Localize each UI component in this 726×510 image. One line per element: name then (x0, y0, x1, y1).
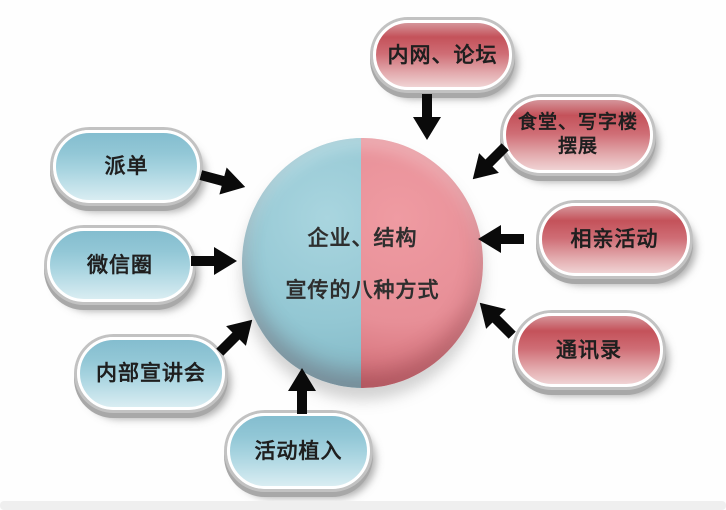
center-circle: 企业、结构 宣传的八种方式 (242, 138, 483, 388)
arrow-down-icon (412, 94, 442, 140)
arrow-right-down-icon (197, 161, 249, 202)
center-circle-right-half (361, 138, 483, 388)
arrow-up-left-icon (469, 292, 523, 346)
node-contact-book: 通讯录 (515, 313, 663, 387)
arrow-down-left-icon (462, 136, 516, 190)
bottom-divider-strip (0, 501, 726, 510)
node-flyer-distribution: 派单 (53, 130, 200, 203)
center-title-line1: 企业、结构 (307, 226, 418, 250)
center-circle-left-half (242, 138, 364, 388)
node-wechat-moments: 微信圈 (47, 228, 193, 302)
node-intranet-forum: 内网、论坛 (373, 20, 512, 90)
arrow-up-icon (287, 368, 317, 414)
arrow-up-right-icon (209, 309, 263, 363)
node-internal-seminar: 内部宣讲会 (77, 337, 225, 410)
node-dating-events: 相亲活动 (539, 203, 690, 276)
node-canteen-office-booth: 食堂、写字楼 摆展 (503, 97, 653, 173)
arrow-left-icon (478, 224, 524, 254)
node-event-placement: 活动植入 (227, 413, 370, 489)
arrow-right-icon (191, 246, 237, 276)
center-title: 企业、结构 宣传的八种方式 (242, 138, 483, 388)
center-title-line2: 宣传的八种方式 (285, 278, 440, 302)
